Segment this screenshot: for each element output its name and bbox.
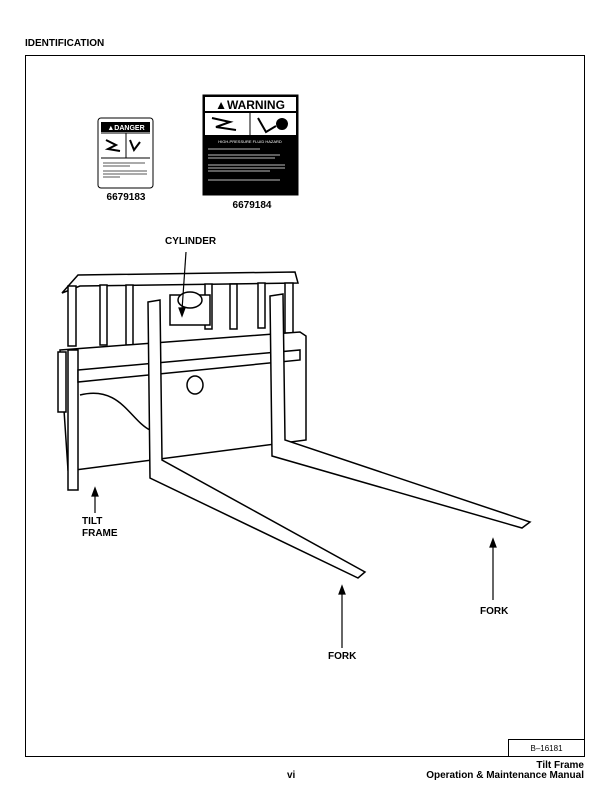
warning-decal: ▲WARNING HIGH-PRESSURE FLUID HAZARD: [202, 94, 299, 196]
footer-title-line1: Tilt Frame: [536, 760, 584, 771]
warning-decal-part-number: 6679184: [233, 200, 272, 211]
illustration-frame: [25, 55, 585, 757]
tilt-frame-label-line1: TILT: [82, 516, 103, 527]
svg-text:▲WARNING: ▲WARNING: [215, 98, 285, 112]
page-number: vi: [287, 770, 296, 781]
callout-arrows: [91, 251, 497, 648]
cylinder-label: CYLINDER: [165, 236, 217, 247]
tilt-frame-label-line2: FRAME: [82, 528, 118, 539]
figure-number: B–16181: [508, 739, 584, 756]
tilt-frame-label: TILT FRAME: [82, 516, 118, 540]
fork-right-label: FORK: [480, 606, 509, 617]
load-backrest: [61, 271, 299, 347]
fork-left-label: FORK: [328, 651, 357, 662]
fork-left: [147, 299, 367, 579]
fork-right: [269, 293, 532, 529]
danger-decal-part-number: 6679183: [107, 192, 146, 203]
footer-title: Tilt Frame Operation & Maintenance Manua…: [426, 761, 584, 781]
tilt-frame: [57, 291, 307, 491]
danger-decal: ▲DANGER: [97, 117, 154, 189]
footer-title-line2: Operation & Maintenance Manual: [426, 770, 584, 781]
svg-text:▲DANGER: ▲DANGER: [107, 125, 144, 132]
warning-hazard: HIGH-PRESSURE FLUID HAZARD: [218, 139, 282, 144]
section-heading: IDENTIFICATION: [25, 38, 105, 49]
